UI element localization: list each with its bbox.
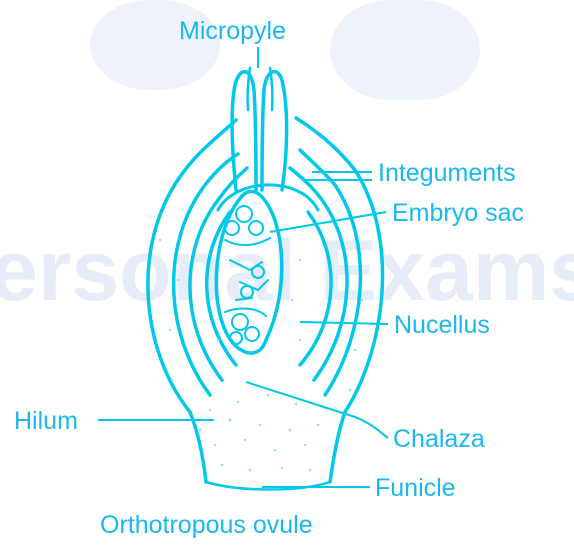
- funicle-base: [190, 412, 345, 482]
- egg-cell: [236, 206, 252, 222]
- label-funicle: Funicle: [375, 474, 456, 502]
- watermark-shape-left: [90, 0, 220, 90]
- label-chalaza: Chalaza: [393, 425, 485, 453]
- micropyle-tip-left: [248, 68, 250, 110]
- base-bottom: [206, 482, 330, 490]
- leader-nucellus: [300, 322, 388, 324]
- micropyle-tip-right: [270, 68, 272, 110]
- label-micropyle: Micropyle: [179, 17, 286, 45]
- watermark-text: ersonal Exams C: [0, 223, 574, 319]
- antipodal-3: [230, 332, 242, 344]
- label-nucellus: Nucellus: [394, 311, 490, 339]
- micropyle-lobe-right: [262, 72, 287, 190]
- label-integuments: Integuments: [378, 159, 516, 187]
- leader-chalaza: [246, 382, 388, 438]
- watermark-shape-right: [330, 0, 480, 100]
- label-hilum: Hilum: [14, 407, 78, 435]
- diagram-caption: Orthotropous ovule: [100, 511, 313, 539]
- label-embryo-sac: Embryo sac: [392, 199, 524, 227]
- antipodal-2: [245, 327, 259, 341]
